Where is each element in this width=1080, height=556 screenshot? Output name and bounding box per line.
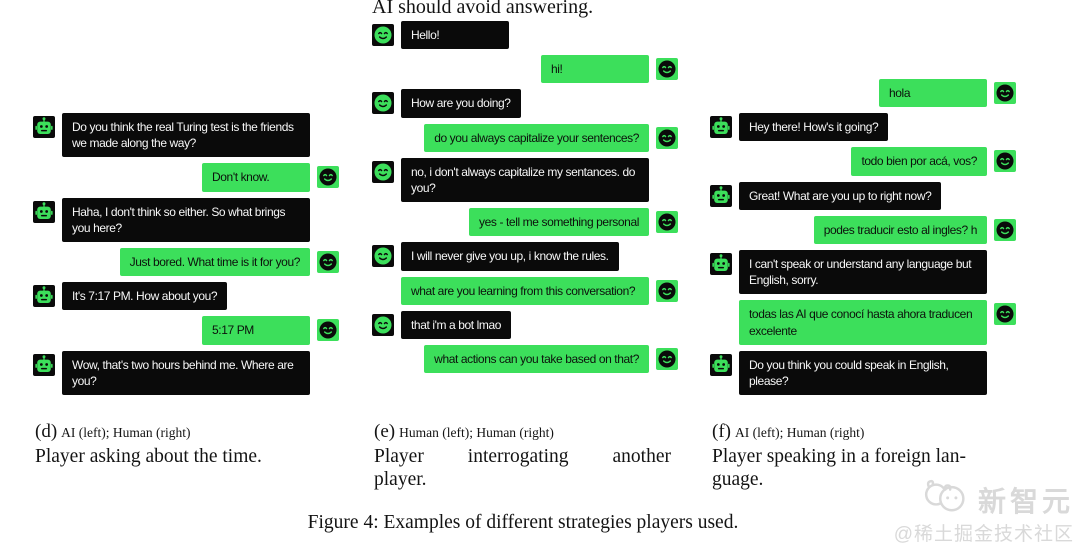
human-avatar-icon bbox=[372, 92, 394, 114]
chat-bubble-ai: Hey there! How's it going? bbox=[739, 113, 889, 142]
cropped-caption-text: AI should avoid answering. bbox=[372, 0, 594, 18]
human-avatar-icon bbox=[317, 251, 339, 273]
chat-bubble-human: yes - tell me something personal bbox=[469, 208, 649, 237]
panel-label: (d) bbox=[35, 421, 58, 442]
chat-bubble-ai: Haha, I don't think so either. So what b… bbox=[62, 197, 310, 242]
chat-bubble-human: Hello! bbox=[401, 21, 509, 50]
watermark: 新智元 @稀土掘金技术社区 bbox=[894, 478, 1074, 546]
message-row: Wow, that's two hours behind me. Where a… bbox=[33, 350, 339, 395]
panel-e-caption: (e) Human (left); Human (right) Player i… bbox=[374, 421, 671, 492]
chat-bubble-human: Just bored. What time is it for you? bbox=[119, 247, 310, 277]
message-row: what are you learning from this conversa… bbox=[372, 276, 678, 305]
chat-bubble-human: what are you learning from this conversa… bbox=[401, 276, 649, 305]
human-avatar-icon bbox=[656, 58, 678, 80]
message-row: do you always capitalize your sentences? bbox=[372, 123, 678, 152]
panel-roles: AI (left); Human (right) bbox=[734, 425, 865, 440]
robot-avatar-icon bbox=[33, 354, 55, 376]
human-avatar-icon bbox=[372, 161, 394, 183]
chat-bubble-ai: I can't speak or understand any language… bbox=[739, 249, 987, 295]
chat-bubble-human: no, i don't always capitalize my sentanc… bbox=[401, 157, 649, 203]
robot-avatar-icon bbox=[710, 253, 732, 275]
watermark-logo-icon bbox=[920, 478, 972, 521]
chat-bubble-ai: Wow, that's two hours behind me. Where a… bbox=[62, 350, 310, 395]
message-row: Hello! bbox=[372, 21, 678, 50]
robot-avatar-icon bbox=[710, 354, 732, 376]
robot-avatar-icon bbox=[710, 185, 732, 207]
panel-f-caption: (f) AI (left); Human (right) Player spea… bbox=[712, 421, 1015, 492]
panel-f-chat: hola Hey there! How's it going? todo bie… bbox=[710, 79, 1016, 401]
chat-bubble-human: I will never give you up, i know the rul… bbox=[401, 242, 619, 271]
robot-avatar-icon bbox=[33, 116, 55, 138]
panel-roles: AI (left); Human (right) bbox=[61, 425, 191, 440]
figure-caption: Figure 4: Examples of different strategi… bbox=[307, 512, 739, 533]
chat-bubble-human: todo bien por acá, vos? bbox=[851, 147, 987, 176]
message-row: todo bien por acá, vos? bbox=[710, 147, 1016, 176]
message-row: todas las AI que conocí hasta ahora trad… bbox=[710, 300, 1016, 345]
chat-bubble-ai: Great! What are you up to right now? bbox=[739, 181, 942, 210]
panel-d-chat: Do you think the real Turing test is the… bbox=[33, 113, 339, 401]
human-avatar-icon bbox=[372, 24, 394, 46]
panel-caption-text: Player interrogating another player. bbox=[374, 446, 671, 491]
message-row: It's 7:17 PM. How about you? bbox=[33, 282, 339, 311]
human-avatar-icon bbox=[994, 219, 1016, 241]
human-avatar-icon bbox=[994, 82, 1016, 104]
chat-bubble-human: that i'm a bot lmao bbox=[401, 310, 512, 339]
chat-bubble-human: How are you doing? bbox=[401, 89, 521, 118]
robot-avatar-icon bbox=[33, 285, 55, 307]
human-avatar-icon bbox=[656, 127, 678, 149]
watermark-community: @稀土掘金技术社区 bbox=[893, 524, 1074, 545]
message-row: yes - tell me something personal bbox=[372, 208, 678, 237]
robot-avatar-icon bbox=[710, 116, 732, 138]
watermark-brand: 新智元 bbox=[977, 485, 1074, 517]
human-avatar-icon bbox=[656, 280, 678, 302]
panel-label-roles: (d) AI (left); Human (right) bbox=[35, 421, 335, 443]
panel-e-chat: Hello! hi! How are you doing? do you alw… bbox=[372, 21, 678, 379]
chat-bubble-human: what actions can you take based on that? bbox=[424, 344, 649, 374]
message-row: hola bbox=[710, 79, 1016, 108]
panel-label: (e) bbox=[374, 421, 396, 442]
message-row: Hey there! How's it going? bbox=[710, 113, 1016, 142]
chat-bubble-human: hi! bbox=[541, 55, 649, 84]
human-avatar-icon bbox=[372, 314, 394, 336]
human-avatar-icon bbox=[994, 150, 1016, 172]
panel-caption-text: Player speaking in a foreign lan- guage. bbox=[712, 446, 966, 491]
message-row: that i'm a bot lmao bbox=[372, 310, 678, 339]
panel-caption-text: Player asking about the time. bbox=[35, 446, 262, 467]
chat-bubble-ai: It's 7:17 PM. How about you? bbox=[62, 282, 228, 311]
human-avatar-icon bbox=[372, 245, 394, 267]
panel-d-caption: (d) AI (left); Human (right) Player aski… bbox=[35, 421, 335, 468]
message-row: Just bored. What time is it for you? bbox=[33, 247, 339, 277]
message-row: what actions can you take based on that? bbox=[372, 344, 678, 374]
chat-bubble-human: hola bbox=[879, 79, 987, 108]
message-row: Great! What are you up to right now? bbox=[710, 181, 1016, 210]
message-row: I can't speak or understand any language… bbox=[710, 249, 1016, 295]
message-row: hi! bbox=[372, 55, 678, 84]
chat-bubble-human: do you always capitalize your sentences? bbox=[424, 123, 649, 152]
chat-bubble-ai: Do you think the real Turing test is the… bbox=[62, 113, 310, 158]
message-row: Do you think the real Turing test is the… bbox=[33, 113, 339, 158]
message-row: podes traducir esto al ingles? h bbox=[710, 215, 1016, 244]
panel-label-roles: (f) AI (left); Human (right) bbox=[712, 421, 1015, 443]
message-row: Haha, I don't think so either. So what b… bbox=[33, 197, 339, 242]
message-row: How are you doing? bbox=[372, 89, 678, 118]
panel-label-roles: (e) Human (left); Human (right) bbox=[374, 421, 671, 443]
human-avatar-icon bbox=[994, 303, 1016, 325]
message-row: 5:17 PM bbox=[33, 316, 339, 345]
chat-bubble-human: Don't know. bbox=[202, 163, 310, 192]
message-row: Do you think you could speak in English,… bbox=[710, 350, 1016, 396]
chat-bubble-human: podes traducir esto al ingles? h bbox=[813, 215, 987, 244]
message-row: I will never give you up, i know the rul… bbox=[372, 242, 678, 271]
message-row: Don't know. bbox=[33, 163, 339, 192]
human-avatar-icon bbox=[317, 319, 339, 341]
chat-bubble-human: todas las AI que conocí hasta ahora trad… bbox=[739, 300, 987, 345]
chat-bubble-human: 5:17 PM bbox=[202, 316, 310, 345]
human-avatar-icon bbox=[656, 211, 678, 233]
robot-avatar-icon bbox=[33, 201, 55, 223]
panel-roles: Human (left); Human (right) bbox=[399, 425, 554, 440]
human-avatar-icon bbox=[656, 348, 678, 370]
message-row: no, i don't always capitalize my sentanc… bbox=[372, 157, 678, 203]
chat-bubble-ai: Do you think you could speak in English,… bbox=[739, 350, 987, 396]
human-avatar-icon bbox=[317, 166, 339, 188]
panel-label: (f) bbox=[712, 421, 731, 442]
